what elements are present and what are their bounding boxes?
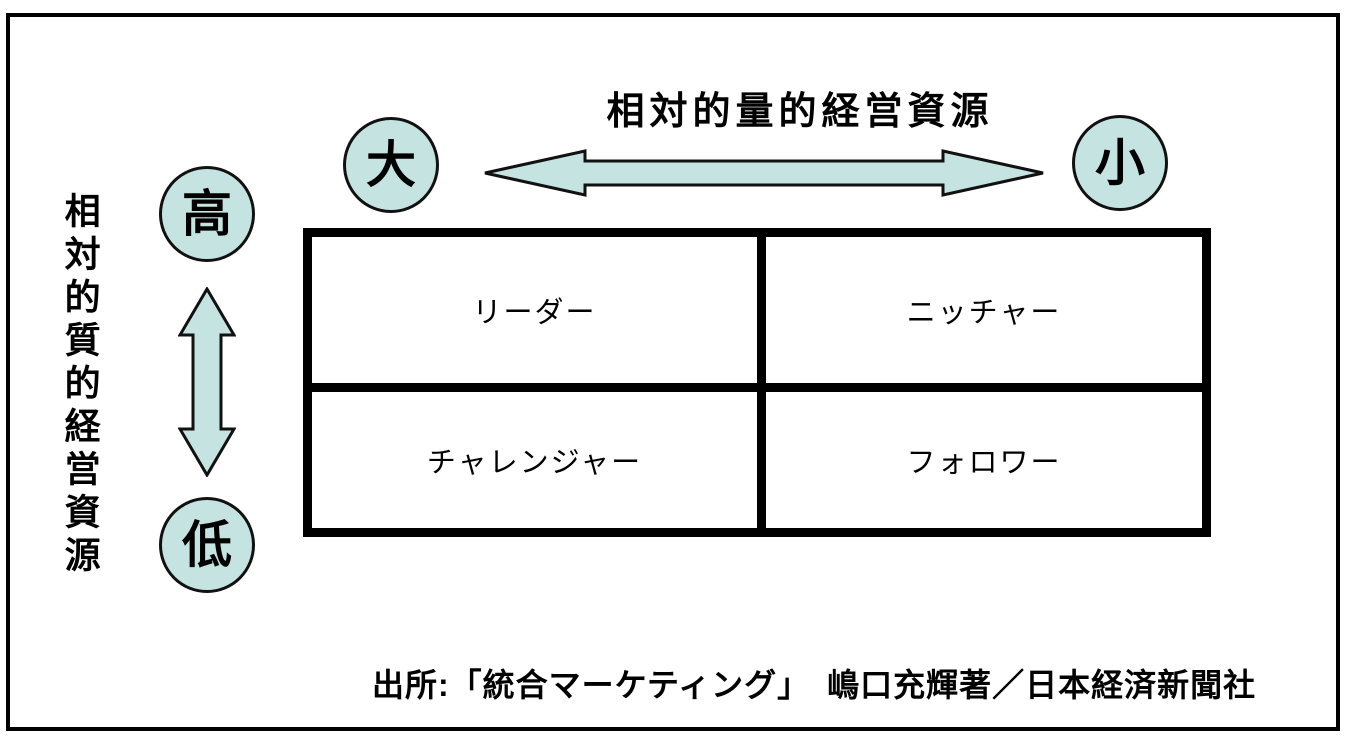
source-caption: 出所:「統合マーケティング」 嶋口充輝著／日本経済新聞社: [372, 667, 1257, 703]
low-pole-label: 低: [182, 517, 232, 573]
large-pole-label: 大: [366, 137, 416, 193]
top-axis-label: 相対的量的経営資源: [606, 91, 994, 133]
left-axis-label: 相対的質的経営資源: [59, 192, 101, 579]
small-pole-label: 小: [1095, 135, 1145, 191]
double-arrow-horizontal-icon: [484, 149, 1044, 197]
double-arrow-vertical-shape: [178, 287, 236, 477]
high-pole-circle: 高: [159, 166, 255, 262]
matrix-cell-follower: フォロワー: [757, 382, 1202, 528]
matrix-cell-challenger: チャレンジャー: [312, 382, 757, 528]
large-pole-circle: 大: [343, 117, 439, 213]
matrix-cell-nicher: ニッチャー: [757, 237, 1202, 383]
high-pole-label: 高: [182, 186, 232, 242]
low-pole-circle: 低: [159, 497, 255, 593]
double-arrow-vertical-icon: [178, 287, 236, 477]
strategy-matrix: リーダー ニッチャー チャレンジャー フォロワー: [303, 228, 1211, 537]
small-pole-circle: 小: [1072, 115, 1168, 211]
matrix-cell-leader: リーダー: [312, 237, 757, 383]
double-arrow-horizontal-shape: [484, 149, 1044, 197]
